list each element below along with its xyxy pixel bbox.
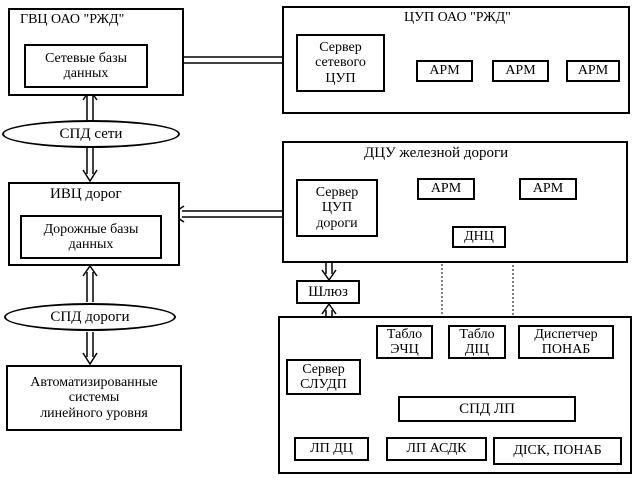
- lp-asdk-box: ЛП АСДК: [386, 437, 487, 461]
- spd-road-ellipse: СПД дороги: [4, 303, 176, 331]
- dcu-server-box: Сервер ЦУП дороги: [296, 179, 378, 237]
- cup-arm-1: АРМ: [416, 60, 473, 82]
- gateway-box: Шлюз: [296, 280, 360, 304]
- arrow-spd-ivc: [82, 148, 98, 183]
- cup-title: ЦУП ОАО "РЖД": [404, 10, 511, 25]
- spd-net-ellipse: СПД сети: [2, 120, 180, 148]
- spd-lp-box: СПД ЛП: [398, 396, 576, 422]
- dcu-title: ДЦУ железной дороги: [364, 145, 509, 161]
- auto-systems-box: Автоматизированные системы линейного уро…: [6, 365, 182, 431]
- dcu-arm-2: АРМ: [519, 178, 577, 200]
- disk-ponab-box: ДІСК, ПОНАБ: [493, 437, 622, 465]
- arrow-spd-road-auto: [82, 332, 98, 366]
- gvc-title: ГВЦ ОАО "РЖД": [20, 12, 125, 27]
- tablo-echc-box: Табло ЭЧЦ: [376, 325, 433, 359]
- tablo-dsc-box: Табло ДІЦ: [448, 325, 506, 359]
- sludp-server-box: Сервер СЛУДП: [286, 359, 361, 395]
- dispatcher-box: Диспетчер ПОНАБ: [518, 325, 614, 359]
- cup-arm-2: АРМ: [492, 60, 549, 82]
- ivc-title: ИВЦ дорог: [50, 186, 122, 202]
- cup-arm-3: АРМ: [566, 60, 620, 82]
- arrow-ivc-spd-road: [82, 264, 98, 302]
- gvc-db-box: Сетевые базы данных: [24, 44, 148, 88]
- dcu-dnc-box: ДНЦ: [452, 226, 506, 248]
- cup-server-box: Сервер сетевого ЦУП: [296, 34, 385, 92]
- lp-dc-box: ЛП ДЦ: [294, 437, 369, 461]
- arrow-ivc-dcu: [170, 205, 298, 223]
- dcu-arm-1: АРМ: [417, 178, 475, 200]
- ivc-db-box: Дорожные базы данных: [20, 215, 162, 259]
